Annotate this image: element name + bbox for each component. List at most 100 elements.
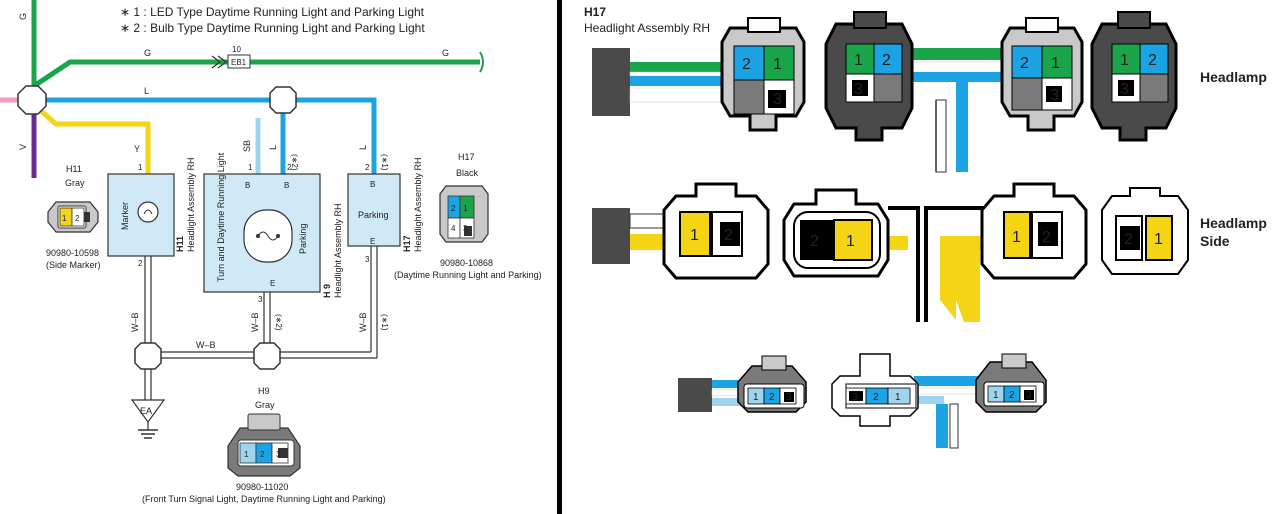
connector-desc: (Side Marker)	[46, 260, 101, 270]
wire-stub	[592, 48, 630, 116]
pin-letter: B	[284, 181, 289, 190]
wire-blue	[630, 76, 726, 86]
connector-part: 90980-11020	[236, 482, 288, 492]
marker-title: Marker	[120, 202, 130, 230]
connector-color: Black	[456, 168, 479, 178]
marker-name: Headlight Assembly RH	[186, 157, 196, 252]
wire-blue	[906, 72, 1006, 82]
wire-white	[629, 87, 727, 103]
right-text: H17 Headlight Assembly RH Headlamp Headl…	[584, 5, 1267, 249]
pin-number: 2	[873, 392, 879, 403]
pin-number: 1	[773, 56, 782, 73]
connector-h17-face	[439, 185, 489, 243]
wire-white-black	[144, 246, 378, 400]
connector-face	[737, 355, 807, 413]
wire-label: V	[18, 144, 28, 150]
pin-letter: E	[370, 237, 375, 246]
pin-letter: E	[270, 279, 275, 288]
pin-labels: 2 1 3 1 2 3 2 1 3 1 2 3	[742, 52, 1157, 108]
ground-symbol	[130, 399, 166, 439]
parking-name: Headlight Assembly RH	[413, 157, 423, 252]
wire-white	[935, 99, 947, 173]
connector-face	[980, 182, 1088, 280]
wire-label: G	[18, 13, 28, 20]
pin-number: 3	[773, 91, 782, 108]
pin-number: 3	[1120, 81, 1129, 98]
marker-code: H11	[175, 236, 185, 252]
pin-number: 1	[1154, 231, 1163, 248]
parking-code: H17	[402, 235, 412, 252]
wire-white	[905, 61, 1007, 73]
connector-h11-face	[47, 201, 99, 233]
connector-color: Gray	[65, 178, 85, 188]
pin-number: 1	[846, 233, 855, 250]
wire-note: (∗2)	[274, 314, 283, 331]
pin-number: 1	[463, 204, 468, 213]
junction-number: 10	[232, 45, 241, 54]
pin-number: 2	[882, 52, 891, 69]
wire-yellow	[888, 236, 908, 250]
wire-label: L	[358, 145, 368, 150]
connector-face	[662, 182, 770, 280]
pin-number: 3	[258, 295, 263, 304]
pin-number: 1	[1120, 52, 1129, 69]
pin-number: 2	[1009, 390, 1015, 401]
wire-label: W–B	[196, 340, 216, 350]
component-marker	[107, 173, 175, 257]
pin-number: 1	[753, 392, 759, 403]
pin-number: 1	[854, 52, 863, 69]
pin-number: 1	[62, 214, 67, 223]
component-turn-drl	[203, 173, 321, 293]
wire-sky-blue	[712, 398, 742, 406]
pin-number: 2	[769, 392, 775, 403]
left-text: ∗ 1 : LED Type Daytime Running Light and…	[18, 5, 542, 504]
row1-label: Headlamp	[1200, 69, 1267, 85]
connector-face	[1000, 17, 1084, 132]
junction-splice	[269, 86, 297, 114]
title-code: H17	[584, 5, 606, 19]
wire-white	[629, 71, 727, 77]
connector-desc: (Daytime Running Light and Parking)	[394, 270, 542, 280]
pin-number: 2	[75, 214, 80, 223]
pin-number: 2	[365, 163, 370, 172]
connector-part: 90980-10868	[440, 258, 493, 268]
left-wiring	[0, 0, 484, 439]
connector-part: 90980-10598	[46, 248, 99, 258]
pin-number: 3	[1026, 390, 1032, 401]
wire-blue	[712, 380, 742, 388]
pin-number: 1	[1012, 229, 1021, 246]
junction-code: EB1	[231, 58, 247, 67]
component-parking	[347, 173, 401, 247]
pin-number: 2	[1042, 229, 1051, 246]
turn-code: H 9	[322, 284, 332, 298]
wire-label: Y	[134, 144, 140, 154]
pin-labels: 1 2 3 3 2 1 1 2 3	[753, 390, 1032, 403]
wire-note: (∗1)	[380, 154, 389, 171]
pin-number: 1	[993, 390, 999, 401]
pin-letter: B	[370, 180, 375, 189]
pin-number: 1	[1051, 55, 1060, 72]
row1-headlamp: 2 1 3 1 2 3 2 1 3 1 2 3	[592, 11, 1178, 173]
pin-number: 4	[451, 224, 456, 233]
wire-blue	[914, 376, 984, 386]
connector-face	[1101, 187, 1189, 275]
connector-face	[824, 11, 914, 142]
ground-label: EA	[140, 406, 152, 416]
note-2: ∗ 2 : Bulb Type Daytime Running Light an…	[120, 21, 425, 35]
pin-number: 1	[138, 163, 143, 172]
break-mark	[479, 51, 484, 73]
pin-number: 2	[810, 233, 819, 250]
junction-splice	[17, 85, 47, 115]
pin-number: 1	[690, 227, 699, 244]
wire-yellow	[38, 108, 151, 174]
wire-sky-blue	[914, 396, 944, 404]
connector-desc: (Front Turn Signal Light, Daytime Runnin…	[142, 494, 386, 504]
pin-labels: 1 2 2 1 1 2 2 1	[690, 227, 1163, 250]
connector-h9-face	[227, 413, 301, 477]
title-name: Headlight Assembly RH	[584, 21, 710, 35]
wire-stub	[678, 378, 712, 412]
wire-white	[949, 403, 959, 449]
connector-face	[1090, 11, 1178, 142]
wire-white	[913, 387, 985, 395]
pin-number: 3	[854, 81, 863, 98]
